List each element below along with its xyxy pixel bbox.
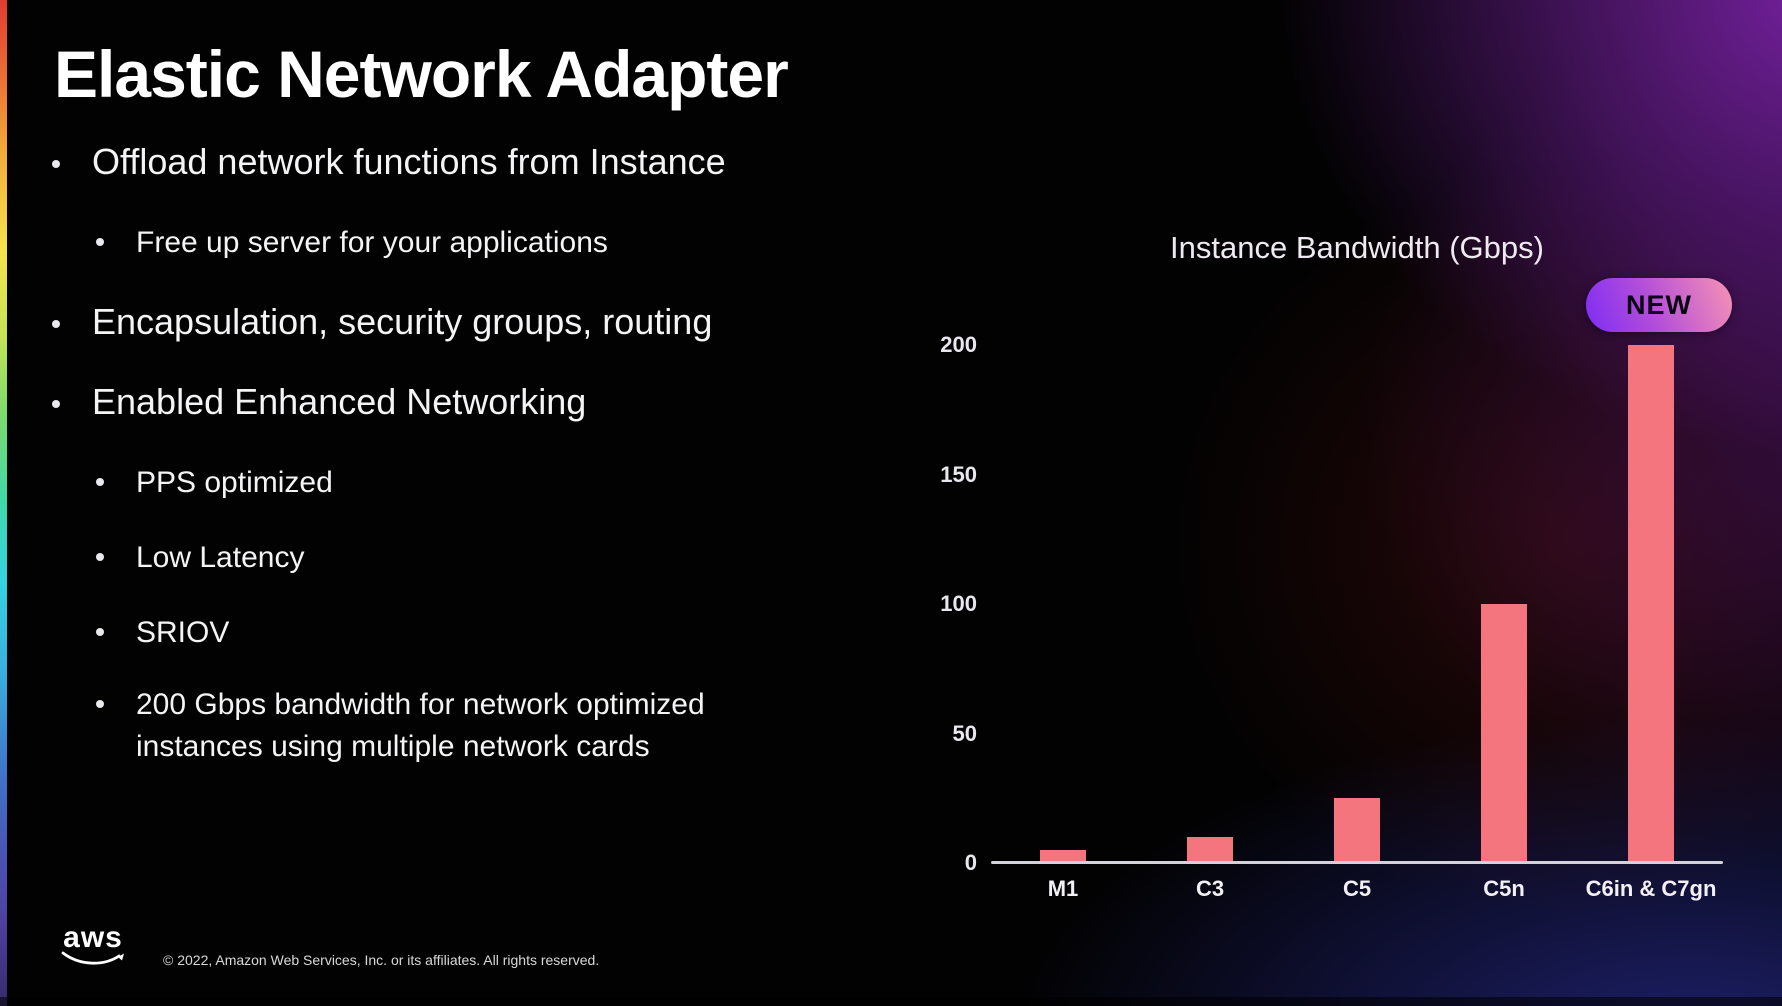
slide-title: Elastic Network Adapter	[54, 37, 789, 111]
bullet-item: SRIOV	[96, 612, 776, 654]
bullet-text: 200 Gbps bandwidth for network optimized…	[136, 688, 705, 763]
x-axis-category-label: C5n	[1483, 876, 1525, 901]
x-axis-line	[991, 861, 1723, 864]
bullet-text: Encapsulation, security groups, routing	[92, 301, 713, 342]
bullet-dot-icon	[52, 159, 60, 168]
bullet-text: Low Latency	[136, 541, 305, 574]
bullet-text: Offload network functions from Instance	[92, 141, 726, 182]
x-axis-category-label: M1	[1047, 876, 1079, 901]
rainbow-edge-strip	[0, 0, 7, 1006]
aws-smile-arrow-icon	[61, 951, 124, 965]
bullet-dot-icon	[96, 699, 104, 708]
bullet-text: Free up server for your applications	[136, 226, 608, 259]
bar-c5	[1334, 798, 1380, 863]
y-axis-tick-label: 150	[940, 461, 977, 487]
bullet-item: Enabled Enhanced Networking	[52, 381, 872, 423]
x-axis-category-label: C5	[1342, 876, 1372, 901]
copyright-text: © 2022, Amazon Web Services, Inc. or its…	[163, 952, 600, 968]
y-axis-tick-label: 0	[964, 850, 977, 875]
bullet-item: Free up server for your applications	[96, 222, 776, 264]
y-axis-tick-label: 50	[952, 720, 977, 746]
bottom-letterbox-edge	[0, 997, 1782, 1006]
chart-title: Instance Bandwidth (Gbps)	[1170, 230, 1544, 265]
bullet-dot-icon	[96, 627, 104, 636]
new-badge-label: NEW	[1626, 289, 1692, 320]
bullet-item: 200 Gbps bandwidth for network optimized…	[96, 684, 776, 768]
bar-m1	[1040, 850, 1086, 863]
bullet-dot-icon	[96, 237, 104, 246]
bullet-dot-icon	[96, 552, 104, 561]
bullet-item: Low Latency	[96, 537, 776, 579]
bullet-item: Offload network functions from Instance	[52, 141, 872, 183]
y-axis-tick-label: 100	[940, 591, 977, 616]
bar-c6in-c7gn	[1628, 345, 1674, 863]
bullet-text: PPS optimized	[136, 466, 333, 499]
bullet-text: Enabled Enhanced Networking	[92, 381, 587, 422]
aws-logo-text: aws	[63, 921, 123, 954]
bar-c5n	[1481, 604, 1527, 863]
x-axis-category-label: C6in & C7gn	[1585, 876, 1717, 901]
bullet-item: Encapsulation, security groups, routing	[52, 301, 872, 343]
bullet-dot-icon	[52, 319, 60, 328]
x-axis-category-label: C3	[1195, 876, 1225, 901]
bar-c3	[1187, 837, 1233, 863]
bullet-text: SRIOV	[136, 616, 230, 649]
new-badge: NEW	[1586, 278, 1732, 332]
aws-logo: aws	[58, 923, 128, 968]
y-axis-tick-label: 200	[940, 332, 977, 357]
bullet-dot-icon	[52, 399, 60, 408]
bullet-dot-icon	[96, 477, 104, 486]
bullet-item: PPS optimized	[96, 462, 776, 504]
